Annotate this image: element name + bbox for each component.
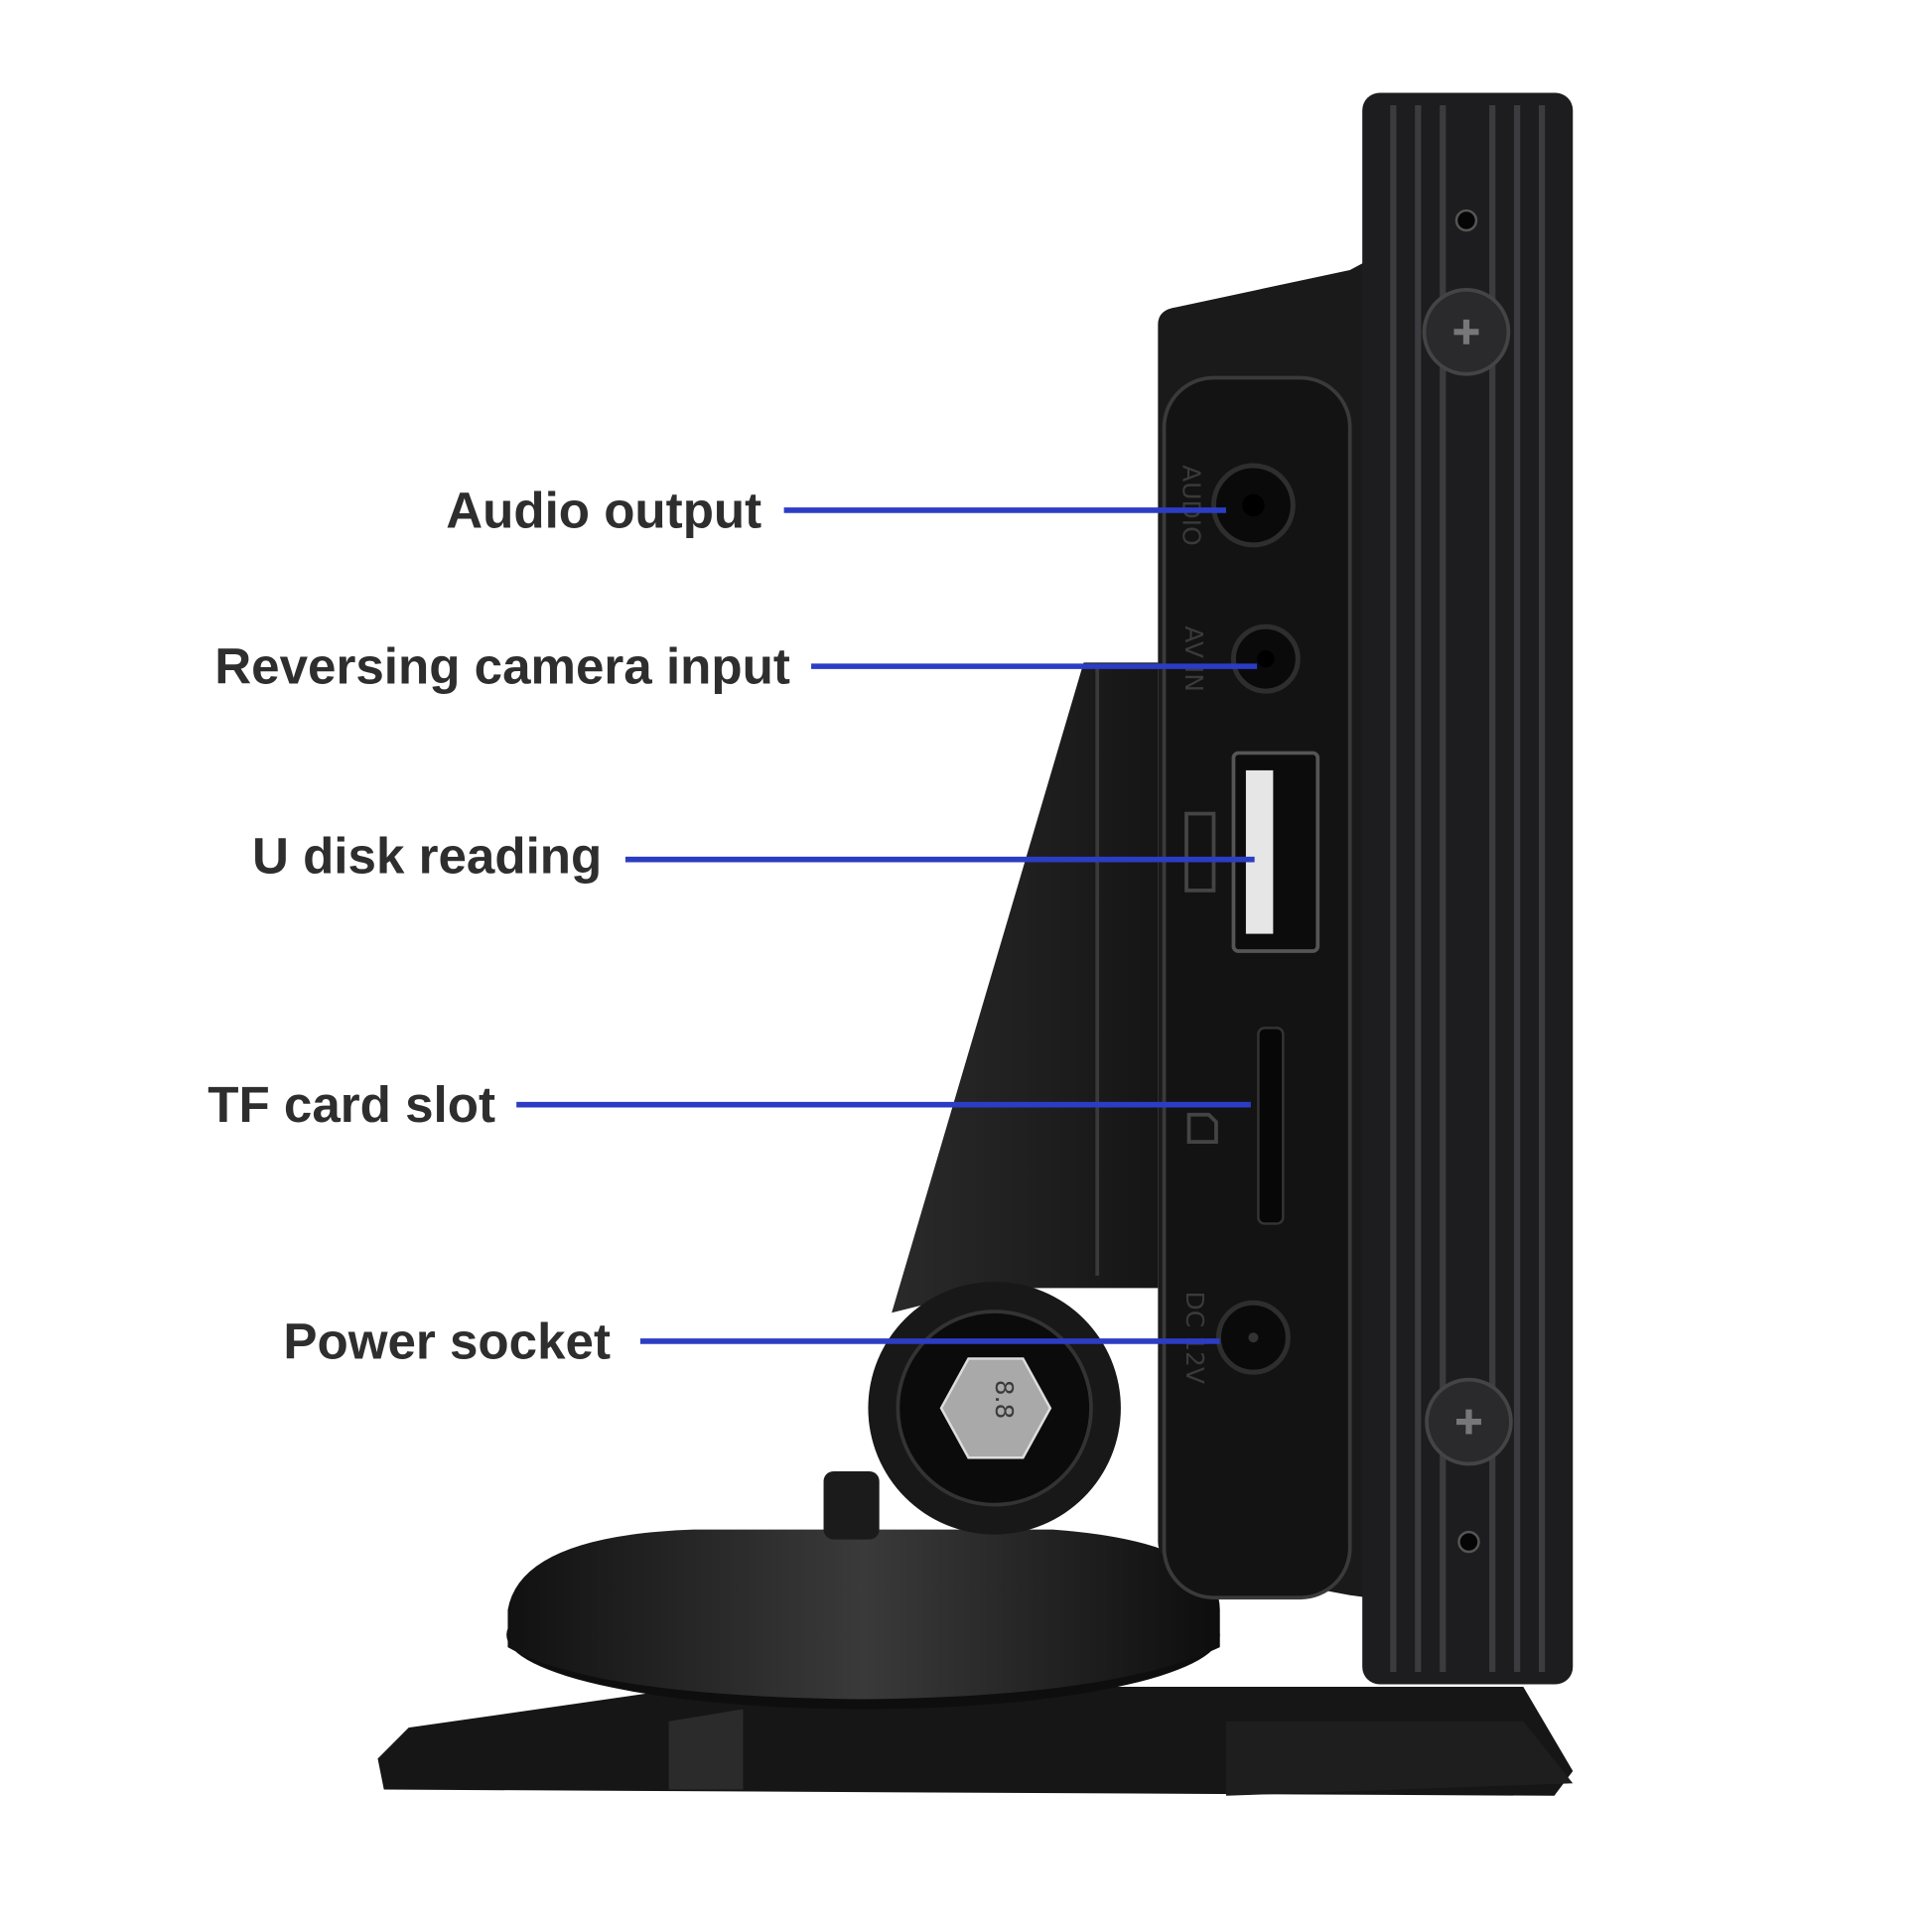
- callout-lines: [516, 507, 1258, 1344]
- callout-label-reversing: Reversing camera input: [214, 638, 790, 695]
- sd-card-icon: [1186, 1112, 1218, 1145]
- av-in-port-marking: AV IN: [1179, 625, 1208, 691]
- mount-base: [377, 1470, 1574, 1796]
- bolt-marking: 8.8: [990, 1380, 1019, 1420]
- callout-label-power: Power socket: [283, 1312, 611, 1369]
- ribbed-side-panel: [1362, 92, 1574, 1685]
- callout-label-tf: TF card slot: [207, 1076, 495, 1133]
- hex-bolt: 8.8: [939, 1357, 1052, 1459]
- mount-arm: 8.8: [868, 662, 1159, 1535]
- port-usb: [1184, 751, 1320, 953]
- usb-icon: [1184, 811, 1216, 893]
- screw-top: [1422, 288, 1511, 376]
- port-tf-card: [1186, 1027, 1285, 1225]
- port-dc: DC 12V: [1180, 1292, 1291, 1384]
- dc-port-marking: DC 12V: [1180, 1292, 1209, 1384]
- callout-label-usb: U disk reading: [252, 827, 602, 884]
- port-av-in: AV IN: [1179, 623, 1301, 694]
- callout-label-audio: Audio output: [446, 482, 761, 538]
- port-audio: AUDIO: [1176, 463, 1296, 548]
- screw-bottom: [1425, 1377, 1513, 1466]
- audio-port-marking: AUDIO: [1176, 465, 1205, 546]
